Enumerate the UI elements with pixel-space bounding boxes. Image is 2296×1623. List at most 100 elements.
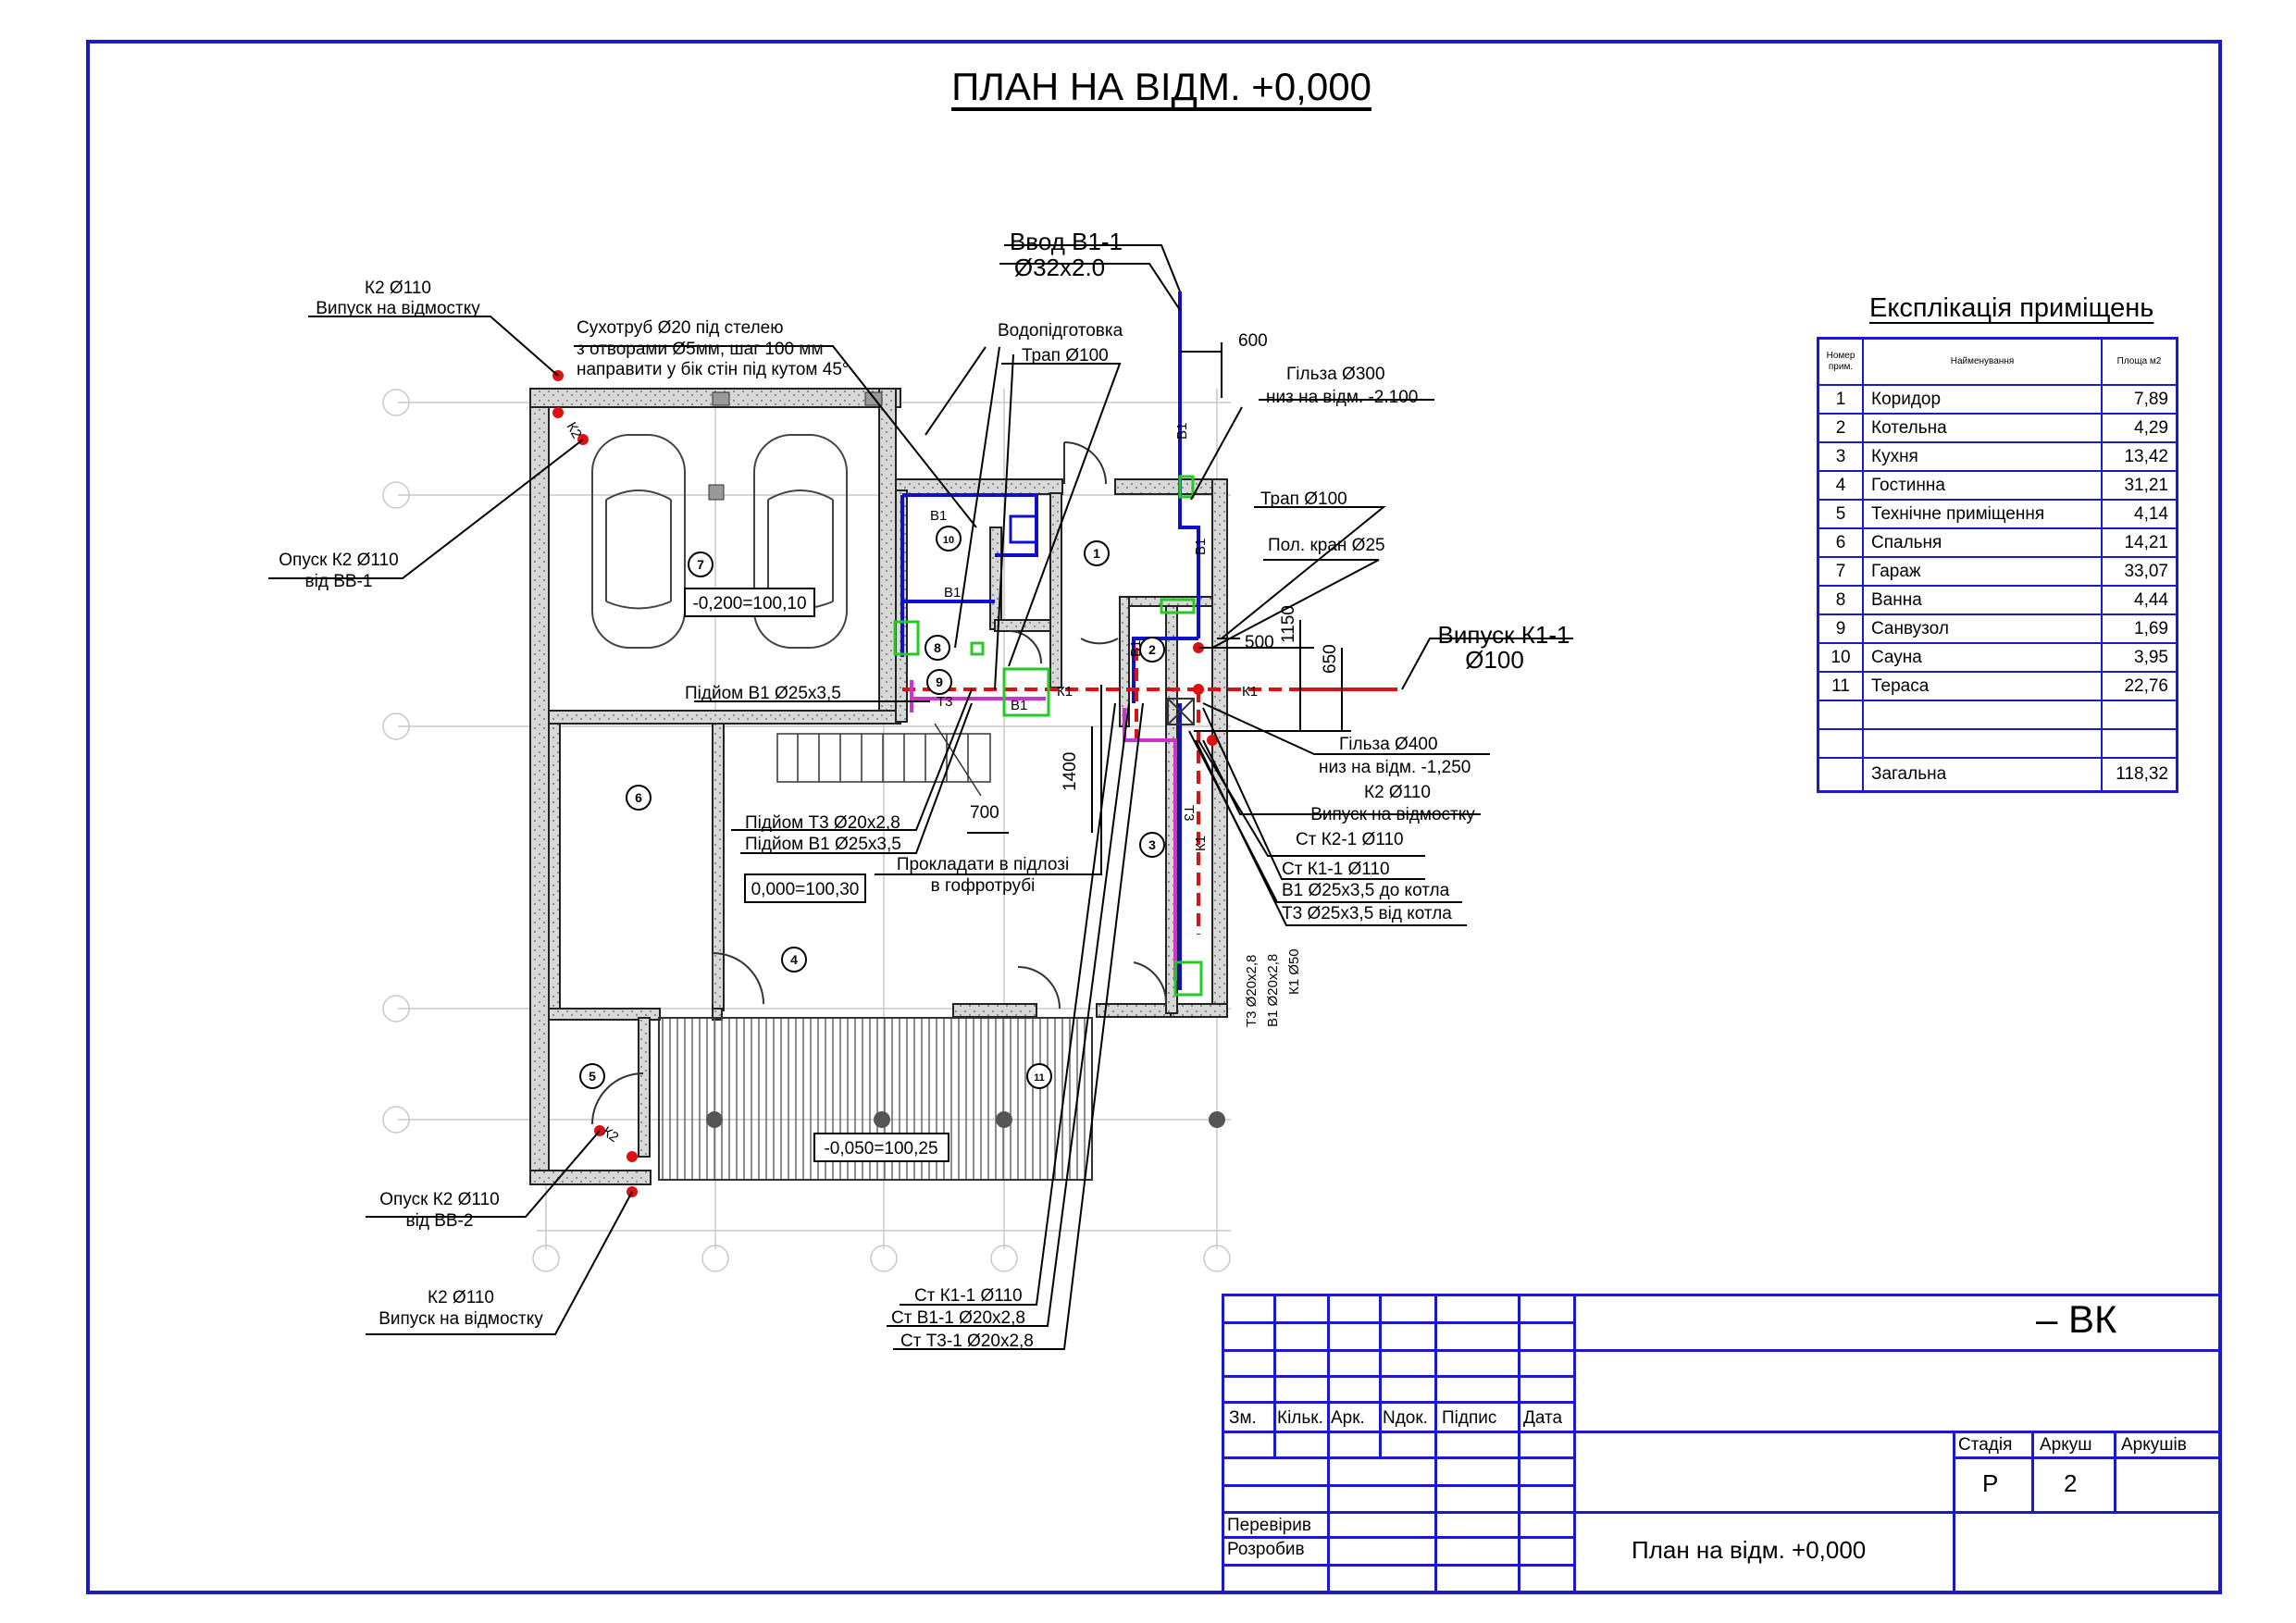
tb-rule <box>1953 1456 2222 1459</box>
label-trap-2: Трап Ø100 <box>1260 489 1347 509</box>
label-k2-bot-1: К2 Ø110 <box>428 1288 494 1307</box>
schedule-cell-number: 2 <box>1819 415 1864 441</box>
schedule-cell-name: Кухня <box>1864 443 2103 470</box>
schedule-cell-name: Котельна <box>1864 415 2103 441</box>
label-level-main: 0,000=100,30 <box>751 880 860 899</box>
schedule-cell-name: Спальня <box>1864 529 2103 556</box>
tb-rule <box>1222 1456 1573 1459</box>
schedule-empty-row <box>1819 701 2176 730</box>
label-level-garage: -0,200=100,10 <box>692 594 806 613</box>
room-marker-4 <box>781 947 807 973</box>
label-st-k21: Ст К2-1 Ø110 <box>1296 830 1404 849</box>
room-marker-9 <box>926 669 952 695</box>
sukhotrub-left <box>712 391 730 406</box>
label-opusk-k2-1: Опуск К2 Ø110 <box>279 551 398 570</box>
pipes-t3 <box>910 680 1177 981</box>
schedule-cell-name: Санвузол <box>1864 615 2103 642</box>
tb-developed-by: Розробив <box>1227 1540 1305 1559</box>
schedule-empty-row <box>1819 730 2176 759</box>
title-block: – ВК Зм. Кільк. Арк. Nдок. Підпис Дата П… <box>1222 1294 2222 1594</box>
stairs <box>776 723 991 797</box>
label-suhotrub-1: Сухотруб Ø20 під стелею <box>577 318 783 338</box>
label-k2-bot-2: Випуск на відмостку <box>379 1309 543 1329</box>
tb-rule <box>1573 1294 1576 1594</box>
schedule-cell-name: Ванна <box>1864 587 2103 613</box>
label-riser-k1: К1 Ø50 <box>1286 948 1302 995</box>
room-markers <box>579 526 1165 1089</box>
label-trap-1: Трап Ø100 <box>1022 346 1109 365</box>
label-pidiom-b1-1: Підйом В1 Ø25x3,5 <box>685 684 841 703</box>
tb-col-pidpys: Підпис <box>1442 1408 1497 1428</box>
schedule-title: Експлікація приміщень <box>1869 293 2154 323</box>
schedule-cell-area: 1,69 <box>2134 618 2168 638</box>
label-opusk-k2-2: від ВВ-1 <box>305 572 373 591</box>
label-opusk-k2b-2: від ВВ-2 <box>406 1211 474 1231</box>
label-dim-700: 700 <box>970 803 999 823</box>
schedule-cell-number: 6 <box>1819 529 1864 556</box>
tb-rule <box>1573 1349 2222 1352</box>
tb-rule <box>2031 1431 2034 1511</box>
tb-rule <box>1953 1431 1955 1594</box>
schedule-header-name: Найменування <box>1864 340 2103 384</box>
label-t3-kotla: Т3 Ø25x3,5 від котла <box>1282 904 1452 923</box>
label-pidiom-t3: Підйом Т3 Ø20x2,8 <box>745 813 900 833</box>
tb-rule <box>1573 1511 2222 1514</box>
tb-sheet-label: Аркуш <box>2040 1435 2092 1455</box>
schedule-header-area: Площа м2 <box>2116 356 2162 366</box>
label-prokladaty-2: в гофротрубі <box>931 876 1036 896</box>
room-label-3: 3 <box>1148 837 1156 852</box>
schedule-cell-number: 7 <box>1819 558 1864 585</box>
tb-border <box>1222 1294 2222 1296</box>
tb-stage-label: Стадія <box>1958 1435 2013 1455</box>
tb-rule <box>1379 1294 1382 1456</box>
schedule-empty-cell <box>2103 701 2176 728</box>
room-label-2: 2 <box>1148 642 1156 657</box>
tb-sheet-number: 2 <box>2064 1469 2078 1497</box>
tb-col-ndok: Nдок. <box>1383 1408 1428 1428</box>
schedule-cell-name: Коридор <box>1864 386 2103 413</box>
tb-rule <box>1222 1401 1573 1404</box>
schedule-cell-number: 8 <box>1819 587 1864 613</box>
schedule-cell-area: 3,95 <box>2134 647 2168 667</box>
label-gilza400-1: Гільза Ø400 <box>1339 735 1438 754</box>
schedule-cell-number: 1 <box>1819 386 1864 413</box>
label-vypusk-k1-2: Ø100 <box>1465 646 1524 674</box>
schedule-empty-cell <box>1819 701 1864 728</box>
schedule-header-row: Номер прим. Найменування Площа м2 <box>1819 340 2176 386</box>
label-pidiom-b1-2: Підйом В1 Ø25x3,5 <box>745 835 901 854</box>
pipe-tag-k2-garage: К2 <box>564 420 585 441</box>
schedule-cell-area: 31,21 <box>2124 475 2168 495</box>
tb-rule <box>1222 1484 1573 1487</box>
label-dim-600: 600 <box>1238 331 1268 351</box>
schedule-total-area: 118,32 <box>2116 764 2168 784</box>
schedule-cell-area: 13,42 <box>2124 446 2168 466</box>
room-label-9: 9 <box>936 675 943 689</box>
label-gilza400-2: низ на відм. -1,250 <box>1319 758 1471 777</box>
leader-lines <box>268 244 1573 1350</box>
tb-col-zm: Зм. <box>1229 1408 1257 1428</box>
room-marker-5 <box>579 1063 605 1089</box>
label-riser-b1: В1 Ø20x2,8 <box>1265 954 1281 1027</box>
terrace-columns <box>706 1111 1225 1128</box>
tb-rule <box>1573 1431 2222 1433</box>
pipe-tag-b1-boiler: В1 <box>1128 640 1144 657</box>
label-st-b11: Ст В1-1 Ø20x2,8 <box>891 1308 1025 1328</box>
label-dim-650: 650 <box>1321 644 1340 674</box>
tb-rule <box>1518 1294 1520 1594</box>
tb-rule <box>1222 1375 1573 1378</box>
schedule-cell-area: 22,76 <box>2124 675 2168 696</box>
schedule-cell-number: 11 <box>1819 673 1864 700</box>
walls <box>529 388 1228 1185</box>
label-suhotrub-3: направити у бік стін під кутом 45° <box>577 360 849 379</box>
car-left <box>591 434 686 649</box>
schedule-empty-cell <box>1864 701 2103 728</box>
